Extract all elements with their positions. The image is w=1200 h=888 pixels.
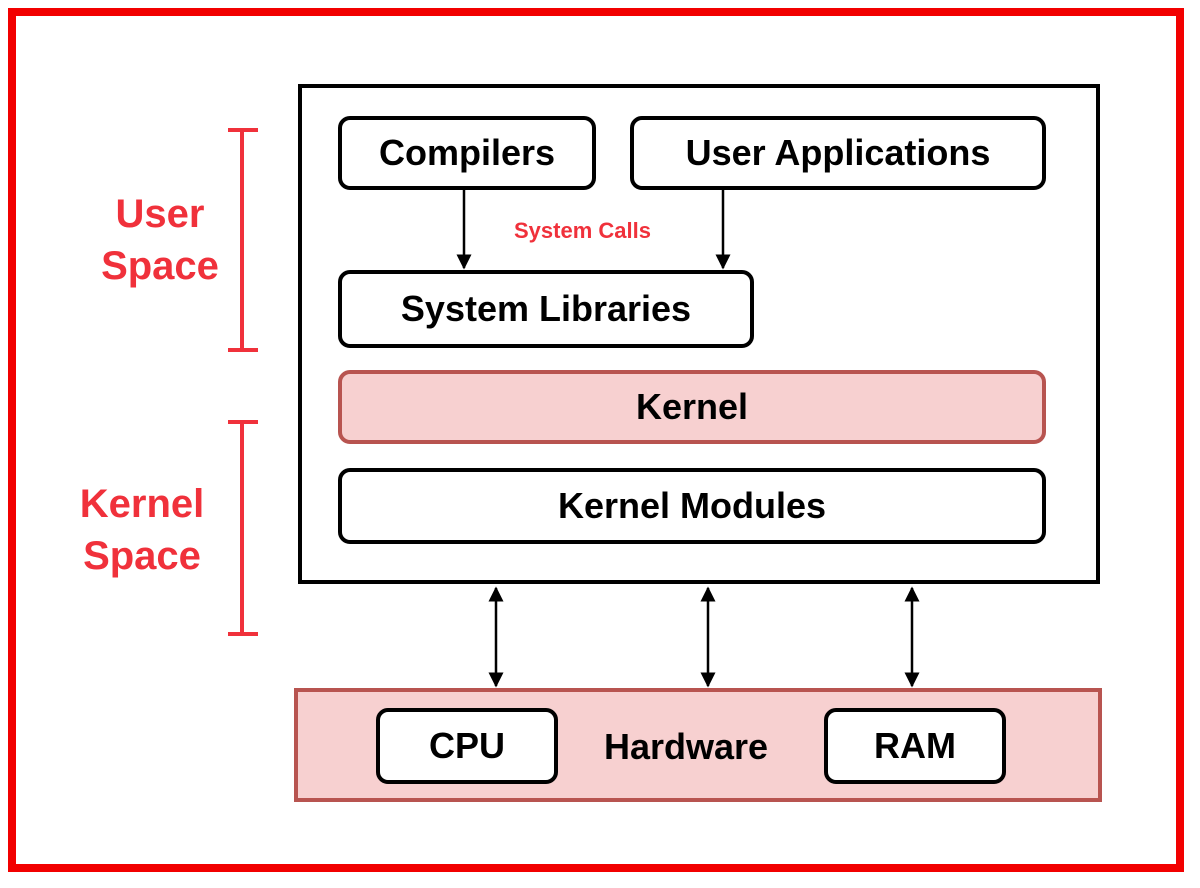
outer-frame [8,8,1184,872]
kernel-space-label-line1: Kernel [79,482,205,526]
system-calls-label: System Calls [514,218,651,243]
user-space-label: User Space [70,188,250,292]
user-space-label-line1: User [115,192,205,236]
ram-box: RAM [824,708,1006,784]
kernel-space-bracket [228,420,258,636]
hardware-label: Hardware [604,726,769,767]
kernel-space-label: Kernel Space [52,478,232,582]
cpu-box: CPU [376,708,558,784]
user-space-bracket [228,128,258,352]
user-space-label-line2: Space [101,244,219,288]
kernel-box: Kernel [338,370,1046,444]
user-applications-box: User Applications [630,116,1046,190]
compilers-box: Compilers [338,116,596,190]
os-container [298,84,1100,584]
system-libraries-box: System Libraries [338,270,754,348]
kernel-space-label-line2: Space [83,534,201,578]
kernel-modules-box: Kernel Modules [338,468,1046,544]
